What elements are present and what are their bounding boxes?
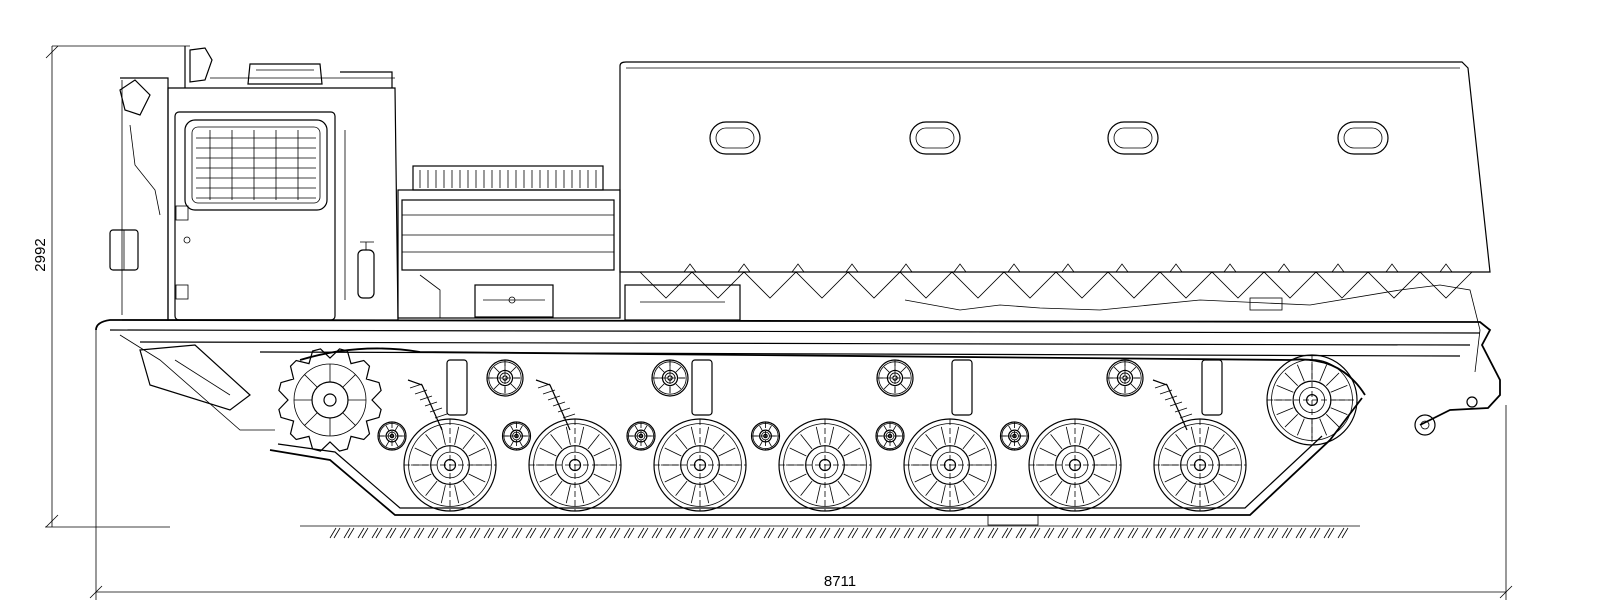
body-window-1: [709, 121, 761, 155]
fire-extinguisher: [357, 249, 375, 299]
road-wheel: [528, 418, 622, 512]
body-window-3: [1107, 121, 1159, 155]
drive-sprocket: [278, 348, 382, 452]
return-roller: [486, 359, 524, 397]
cab-window: [184, 119, 328, 211]
road-wheel: [403, 418, 497, 512]
height-dimension: 2992: [32, 45, 190, 528]
road-wheel: [1028, 418, 1122, 512]
bogie-roller: [999, 421, 1030, 451]
height-dimension-label: 2992: [32, 238, 49, 271]
return-roller: [651, 359, 689, 397]
ground-line: [300, 525, 1360, 539]
bogie-roller: [875, 421, 905, 451]
cab: [109, 46, 399, 321]
cargo-body-windows: [709, 121, 1389, 155]
cargo-body: [619, 61, 1491, 373]
running-gear: [278, 348, 1358, 512]
return-roller: [876, 359, 914, 397]
return-roller: [1106, 359, 1144, 397]
idler-wheel: [1266, 354, 1358, 446]
length-dimension: 8711: [89, 330, 1513, 600]
road-wheel: [778, 418, 872, 512]
bogie-roller: [501, 421, 532, 451]
body-window-2: [909, 121, 961, 155]
radiator-grille: [412, 165, 604, 191]
bogie-roller: [626, 421, 656, 451]
bogie-roller: [750, 421, 781, 451]
body-window-4: [1337, 121, 1389, 155]
bogie-roller: [377, 421, 407, 451]
equipment-bay: [397, 165, 621, 319]
road-wheel: [1153, 418, 1247, 512]
road-wheel: [653, 418, 747, 512]
length-dimension-label: 8711: [824, 573, 856, 590]
road-wheel: [903, 418, 997, 512]
